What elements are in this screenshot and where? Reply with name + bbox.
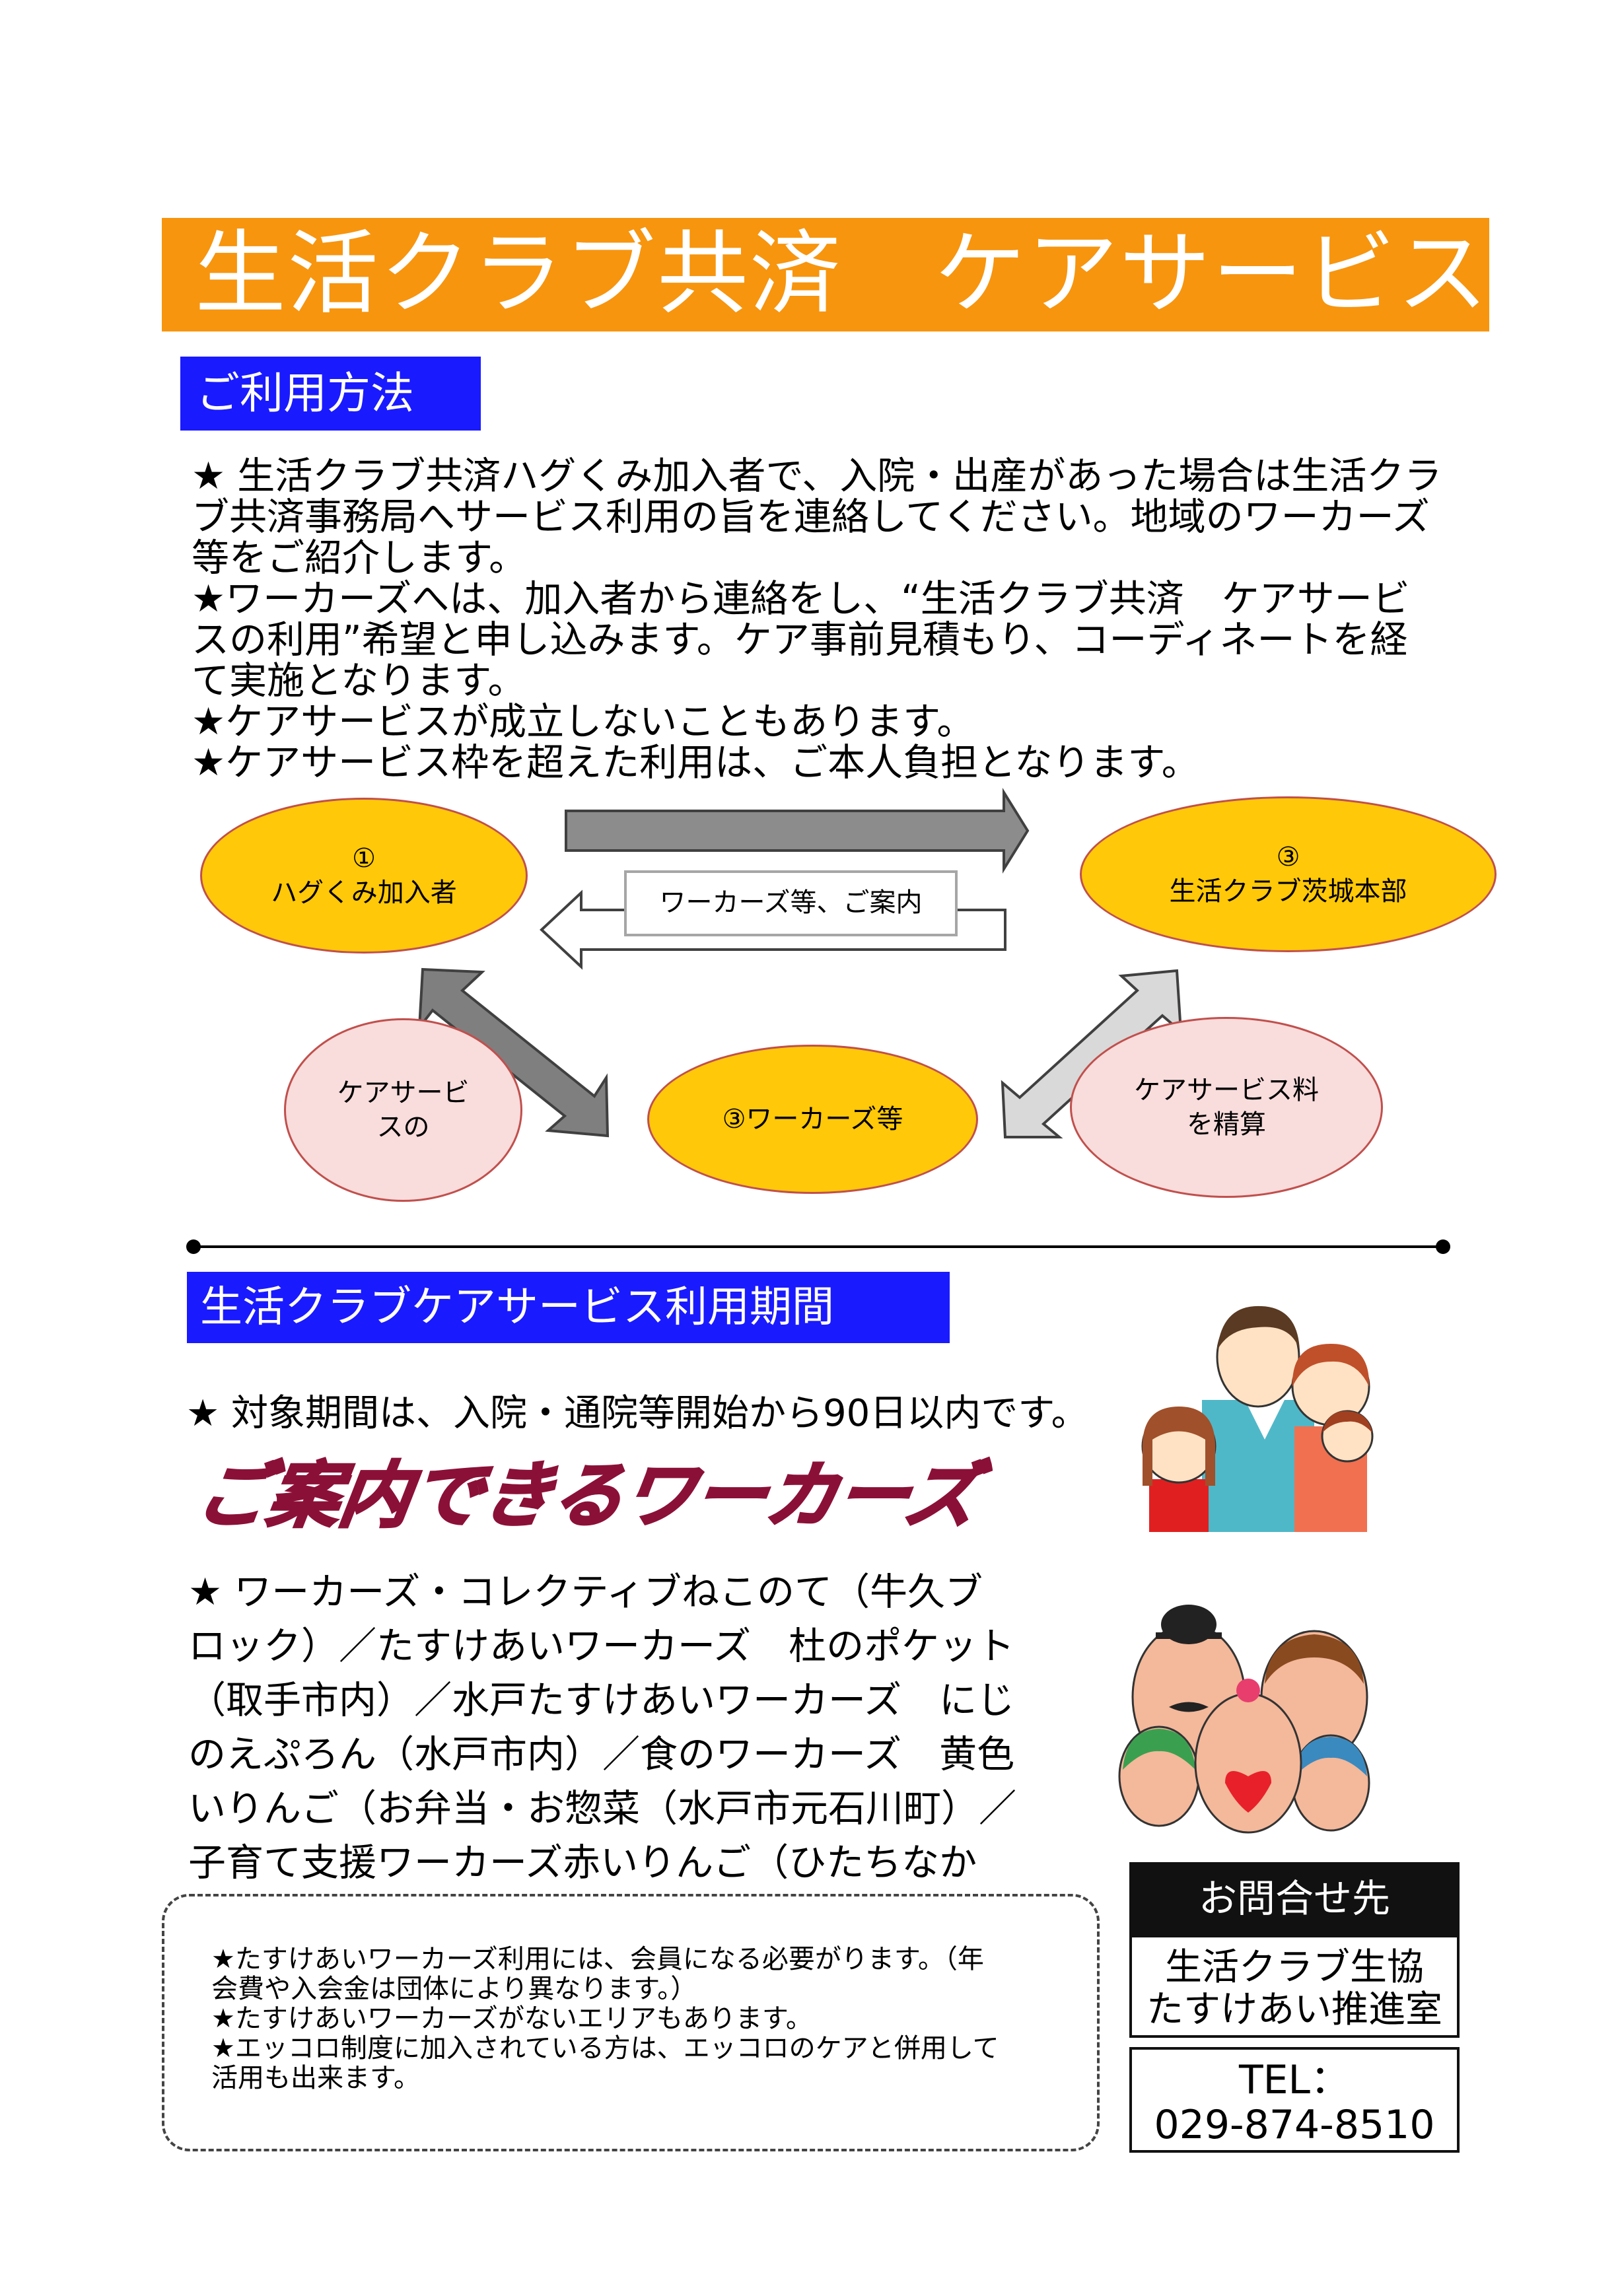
- arrow-label: ワーカーズ等、ご案内: [624, 870, 958, 936]
- contact-organization: 生活クラブ生協 たすけあい推進室: [1129, 1935, 1460, 2038]
- notes-text: ★たすけあいワーカーズ利用には、会員になる必要がります。（年 会費や入会金は団体…: [211, 1945, 1083, 2093]
- node-label: ケアサービス料: [1134, 1075, 1319, 1105]
- node-label: を精算: [1187, 1109, 1266, 1140]
- usage-line: ★ 生活クラブ共済ハグくみ加入者で、入院・出産があった場合は生活クラ: [192, 454, 1442, 498]
- node-label: ハグくみ加入者: [271, 878, 457, 908]
- notes-box: [162, 1894, 1100, 2151]
- tel-number[interactable]: 029-874-8510: [1154, 2102, 1435, 2148]
- note-line: ★たすけあいワーカーズ利用には、会員になる必要がります。（年: [211, 1944, 984, 1974]
- usage-line: ブ共済事務局へサービス利用の旨を連絡してください。地域のワーカーズ: [192, 495, 1430, 539]
- workers-line: のえぷろん（水戸市内）／食のワーカーズ 黄色: [188, 1733, 1015, 1776]
- family-illustration: [1141, 1305, 1374, 1532]
- node-label: ③ワーカーズ等: [722, 1104, 903, 1134]
- node-label: 生活クラブ茨城本部: [1169, 876, 1407, 907]
- divider-dot-right: [1436, 1239, 1450, 1254]
- node-fee-settlement: ケアサービス料を精算: [1070, 1017, 1383, 1198]
- period-heading: 生活クラブケアサービス利用期間: [187, 1272, 950, 1343]
- node-workers: ③ワーカーズ等: [647, 1045, 978, 1194]
- workers-line: （取手市内）／水戸たすけあいワーカーズ にじ: [188, 1679, 1015, 1722]
- note-line: 会費や入会金は団体により異なります。）: [211, 1974, 697, 2004]
- usage-line: スの利用”希望と申し込みます。ケア事前見積もり、コーディネートを経: [192, 618, 1408, 662]
- workers-line: ロック）／たすけあいワーカーズ 杜のポケット: [188, 1624, 1015, 1668]
- tel-label: TEL：: [1239, 2057, 1350, 2103]
- org-line: たすけあい推進室: [1146, 1988, 1442, 2031]
- workers-title: ご案内できるワーカーズ: [190, 1453, 984, 1539]
- usage-line: ★ケアサービスが成立しないこともあります。: [192, 700, 975, 744]
- node-ibaraki-hq: ③ 生活クラブ茨城本部: [1080, 796, 1497, 952]
- usage-line: 等をご紹介します。: [192, 536, 527, 580]
- contact-heading: お問合せ先: [1129, 1862, 1460, 1935]
- usage-text: ★ 生活クラブ共済ハグくみ加入者で、入院・出産があった場合は生活クラ ブ共済事務…: [192, 456, 1486, 783]
- workers-line: いりんご（お弁当・お惣菜（水戸市元石川町）／: [188, 1787, 1016, 1830]
- double-arrow-right: [1001, 969, 1183, 1138]
- usage-line: て実施となります。: [192, 659, 526, 703]
- double-arrow-left: [417, 967, 610, 1138]
- title-banner: [162, 218, 1489, 331]
- node-label: スの: [376, 1112, 430, 1142]
- mascot-illustration: [1118, 1605, 1370, 1834]
- workers-line: 子育て支援ワーカーズ赤いりんご（ひたちなか: [188, 1841, 977, 1885]
- usage-line: ★ワーカーズへは、加入者から連絡をし、“生活クラブ共済 ケアサービ: [192, 577, 1410, 621]
- period-text: ★ 対象期間は、入院・通院等開始から90日以内です。: [186, 1392, 1088, 1435]
- note-line: ★エッコロ制度に加入されている方は、エッコロのケアと併用して: [211, 2033, 999, 2064]
- note-line: 活用も出来ます。: [211, 2063, 420, 2093]
- org-line: 生活クラブ生協: [1165, 1946, 1424, 1989]
- workers-line: ★ ワーカーズ・コレクティブねこのて（牛久ブ: [188, 1570, 983, 1614]
- node-label: ケアサービ: [337, 1078, 470, 1108]
- arrow-right: [565, 787, 1030, 874]
- workers-text: ★ ワーカーズ・コレクティブねこのて（牛久ブ ロック）／たすけあいワーカーズ 杜…: [188, 1565, 1073, 1890]
- usage-line: ★ケアサービス枠を超えた利用は、ご本人負担となります。: [192, 741, 1199, 784]
- node-number: ③: [1276, 842, 1300, 872]
- node-hagukumi-member: ① ハグくみ加入者: [200, 798, 528, 954]
- note-line: ★たすけあいワーカーズがないエリアもあります。: [211, 2003, 812, 2034]
- usage-heading: ご利用方法: [180, 357, 481, 431]
- page-title: 生活クラブ共済 ケアサービス: [195, 221, 1490, 327]
- node-number: ①: [352, 843, 376, 874]
- divider-dot-left: [186, 1239, 201, 1254]
- contact-phone: TEL： 029-874-8510: [1129, 2047, 1460, 2153]
- node-care-service: ケアサービスの: [284, 1018, 522, 1202]
